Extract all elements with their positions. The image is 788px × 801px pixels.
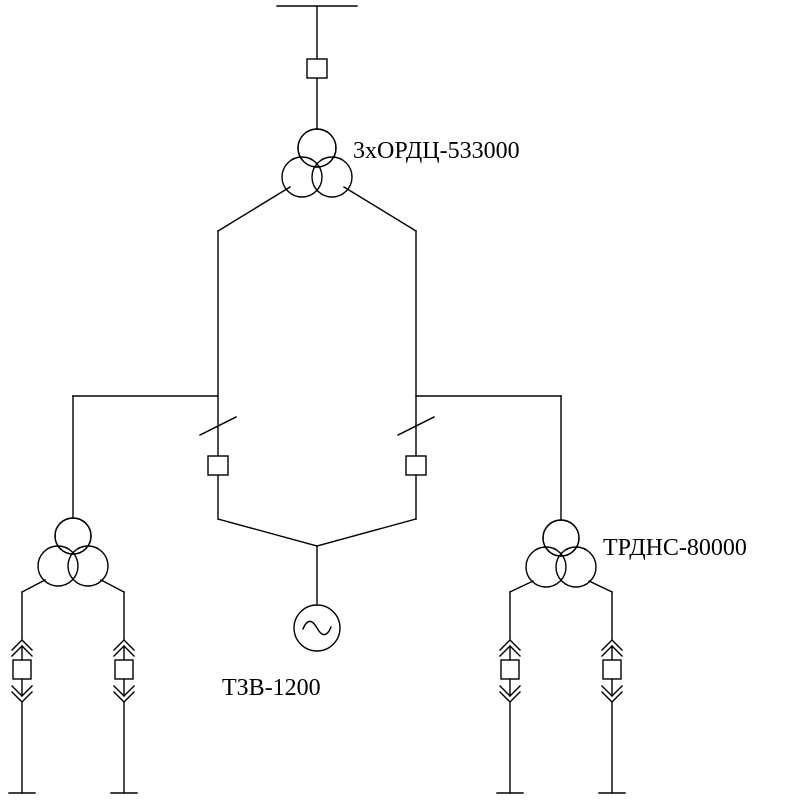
main-transformer-label: 3хОРДЦ-533000 <box>353 138 520 164</box>
aux-feeder-2 <box>100 579 138 794</box>
right-aux-tap <box>415 395 562 521</box>
aux-transformer-label: ТРДНС-80000 <box>603 535 747 561</box>
main-transformer <box>281 128 353 198</box>
top-circuit-breaker <box>306 58 328 79</box>
left-disconnector <box>199 416 237 436</box>
aux-feeder-1 <box>8 579 46 794</box>
generator-symbol <box>293 604 341 652</box>
right-aux-transformer <box>525 519 597 588</box>
left-aux-transformer <box>37 517 109 587</box>
left-aux-tap <box>72 395 219 519</box>
right-branch-line <box>316 186 417 547</box>
aux-feeder-4 <box>588 580 626 794</box>
right-generator-breaker <box>405 455 427 476</box>
right-disconnector <box>397 416 435 436</box>
left-branch-line <box>217 186 318 547</box>
aux-feeder-3 <box>496 580 534 794</box>
generator-label: ТЗВ-1200 <box>222 675 321 701</box>
left-generator-breaker <box>207 455 229 476</box>
